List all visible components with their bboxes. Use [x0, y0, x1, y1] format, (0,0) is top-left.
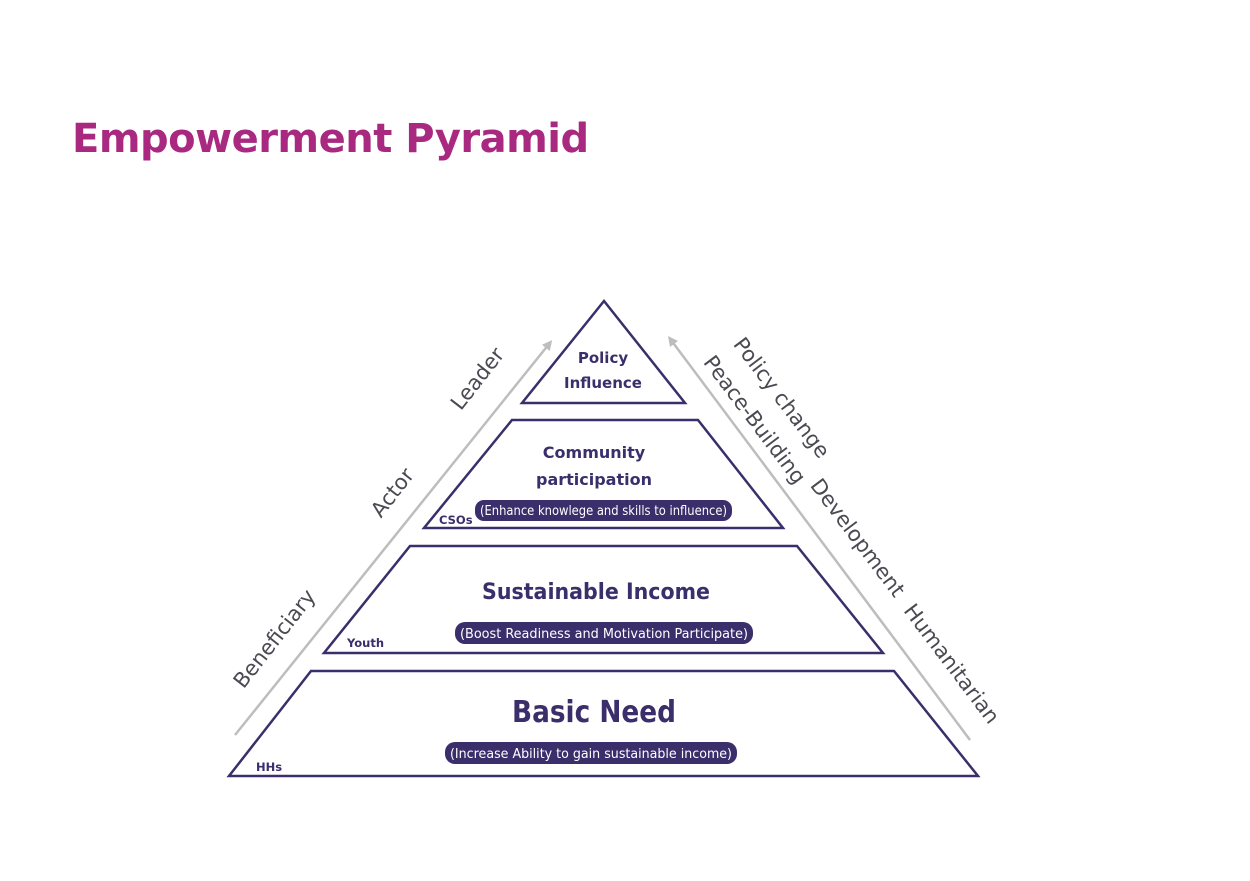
community-subtitle-pill [475, 500, 732, 521]
policy-influence-line1: Policy [578, 349, 628, 367]
tag-youth: Youth [346, 636, 384, 650]
sustainable-income-title: Sustainable Income [482, 580, 710, 605]
basic-subtitle: (Increase Ability to gain sustainable in… [450, 747, 732, 762]
tier-policy-influence [519, 298, 688, 405]
policy-influence-line2: Influence [564, 374, 642, 392]
tier-basic-need [226, 669, 981, 778]
page-title: Empowerment Pyramid [72, 116, 589, 162]
left-arrow [234, 340, 553, 736]
income-subtitle: (Boost Readiness and Motivation Particip… [460, 627, 748, 642]
income-subtitle-pill [455, 622, 753, 644]
right-arrow [668, 335, 972, 741]
label-actor: Actor [366, 463, 419, 522]
basic-need-title: Basic Need [512, 695, 676, 730]
tag-hhs: HHs [256, 760, 282, 774]
community-participation-line2: participation [536, 470, 652, 489]
basic-subtitle-pill [445, 742, 737, 764]
community-subtitle: (Enhance knowlege and skills to influenc… [480, 504, 727, 519]
tag-csos: CSOs [439, 513, 473, 527]
community-participation-line1: Community [543, 443, 646, 462]
